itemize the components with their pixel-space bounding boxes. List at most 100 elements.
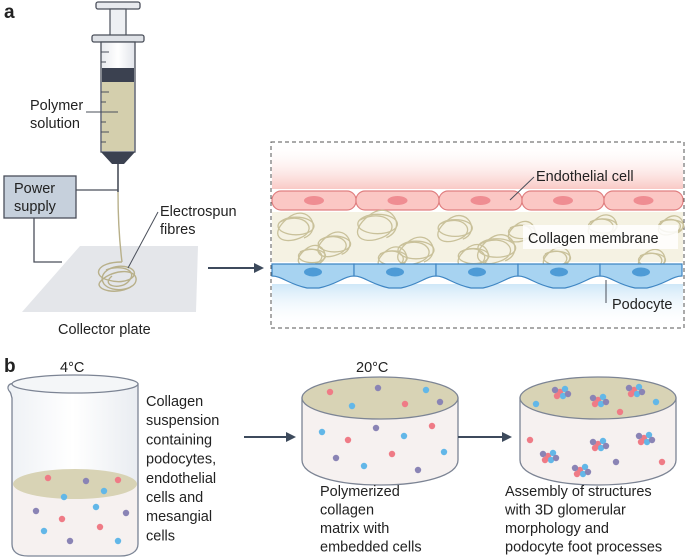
cell-dot [635, 383, 643, 391]
cell-dot [58, 515, 66, 523]
power-supply: Power supply [3, 175, 118, 263]
cell-dot [571, 464, 579, 472]
cell-dot [318, 428, 326, 436]
svg-text:Electrospun: Electrospun [160, 204, 237, 220]
panel-a-letter: a [4, 2, 15, 23]
cell-dot [648, 436, 656, 444]
cell-dot [440, 448, 448, 456]
step-text-line: containing [146, 432, 212, 448]
cell-dot [422, 386, 430, 394]
cell-dot [599, 437, 607, 445]
collector-plate-label: Collector plate [58, 322, 151, 338]
podocyte-nucleus [304, 267, 322, 277]
step-text-line: suspension [146, 413, 219, 429]
step-text-line: mesangial [146, 509, 212, 525]
cell-dot [625, 384, 633, 392]
cell-dot [526, 436, 534, 444]
step-text-line: Polymerized [320, 484, 400, 500]
cell-dot [332, 454, 340, 462]
cell-dot [584, 468, 592, 476]
syringe [91, 1, 145, 192]
cell-dot [374, 384, 382, 392]
cell-dot [32, 507, 40, 515]
step-1-text: Collagensuspensioncontainingpodocytes,en… [146, 394, 219, 544]
cell-dot [635, 432, 643, 440]
endothelial-nucleus [633, 196, 654, 205]
cell-dot [627, 390, 635, 398]
cell-dot [44, 474, 52, 482]
step-text-line: morphology and [505, 521, 609, 537]
step-text-line: matrix with [320, 521, 389, 537]
step-text-line: podocyte foot processes [505, 540, 662, 556]
cell-dot [589, 394, 597, 402]
electrospun-fibres-label: Electrospun fibres [160, 204, 237, 238]
endothelial-nucleus [304, 196, 324, 205]
cell-dot [616, 408, 624, 416]
cell-dot [591, 400, 599, 408]
endothelial-nucleus [470, 196, 491, 205]
cell-dot [645, 431, 653, 439]
cell-dot [658, 458, 666, 466]
step-text-line: embedded cells [320, 540, 422, 556]
cell-dot [428, 422, 436, 430]
cell-dot [597, 444, 605, 452]
step-text-line: cells [146, 528, 175, 544]
endothelial-nucleus [553, 196, 573, 205]
podocyte-layer [271, 263, 683, 289]
svg-text:Power: Power [14, 181, 55, 197]
endothelial-cell-label: Endothelial cell [536, 169, 634, 185]
podocyte-nucleus [632, 267, 650, 277]
cell-dot [599, 393, 607, 401]
temp-20c-label: 20°C [356, 360, 388, 376]
electrospun-fibres [97, 191, 137, 292]
cell-dot [638, 388, 646, 396]
step-2-text: Polymerized collagen matrix with embedded c… [320, 484, 422, 556]
collagen-matrix-disc [301, 376, 459, 486]
step-text-line: endothelial [146, 471, 216, 487]
cell-dot [561, 385, 569, 393]
svg-text:Polymer: Polymer [30, 98, 83, 114]
cell-dot [360, 462, 368, 470]
cell-dot [552, 454, 560, 462]
cell-dot [541, 456, 549, 464]
cell-dot [553, 392, 561, 400]
cell-dot [60, 493, 68, 501]
cell-dot [591, 444, 599, 452]
cell-dot [92, 503, 100, 511]
endothelial-cell-layer [271, 190, 684, 211]
cell-dot [100, 487, 108, 495]
cell-dot [597, 400, 605, 408]
cell-dot [348, 402, 356, 410]
step-text-line: collagen [320, 503, 374, 519]
collagen-membrane [272, 209, 685, 271]
cell-dot [344, 436, 352, 444]
cell-dot [114, 476, 122, 484]
cell-dot [414, 466, 422, 474]
cell-dot [643, 438, 651, 446]
svg-text:supply: supply [14, 199, 57, 215]
cell-dot [633, 390, 641, 398]
cell-dot [559, 392, 567, 400]
endothelial-nucleus [387, 196, 408, 205]
cell-dot [372, 424, 380, 432]
podocyte-label: Podocyte [612, 297, 672, 313]
cell-dot [547, 456, 555, 464]
cell-dot [401, 400, 409, 408]
cell-dot [82, 477, 90, 485]
podocyte-nucleus [468, 267, 486, 277]
cell-dot [539, 450, 547, 458]
step-text-line: Collagen [146, 394, 203, 410]
cell-dot [388, 450, 396, 458]
cell-dot [573, 470, 581, 478]
cell-dot [40, 527, 48, 535]
cell-dot [581, 463, 589, 471]
step-text-line: cells and [146, 490, 203, 506]
cell-dot [589, 438, 597, 446]
cell-dot [551, 386, 559, 394]
cell-dot [612, 458, 620, 466]
cell-dot [66, 537, 74, 545]
step-text-line: Assembly of structures [505, 484, 652, 500]
beaker [7, 374, 139, 557]
svg-text:solution: solution [30, 116, 80, 132]
